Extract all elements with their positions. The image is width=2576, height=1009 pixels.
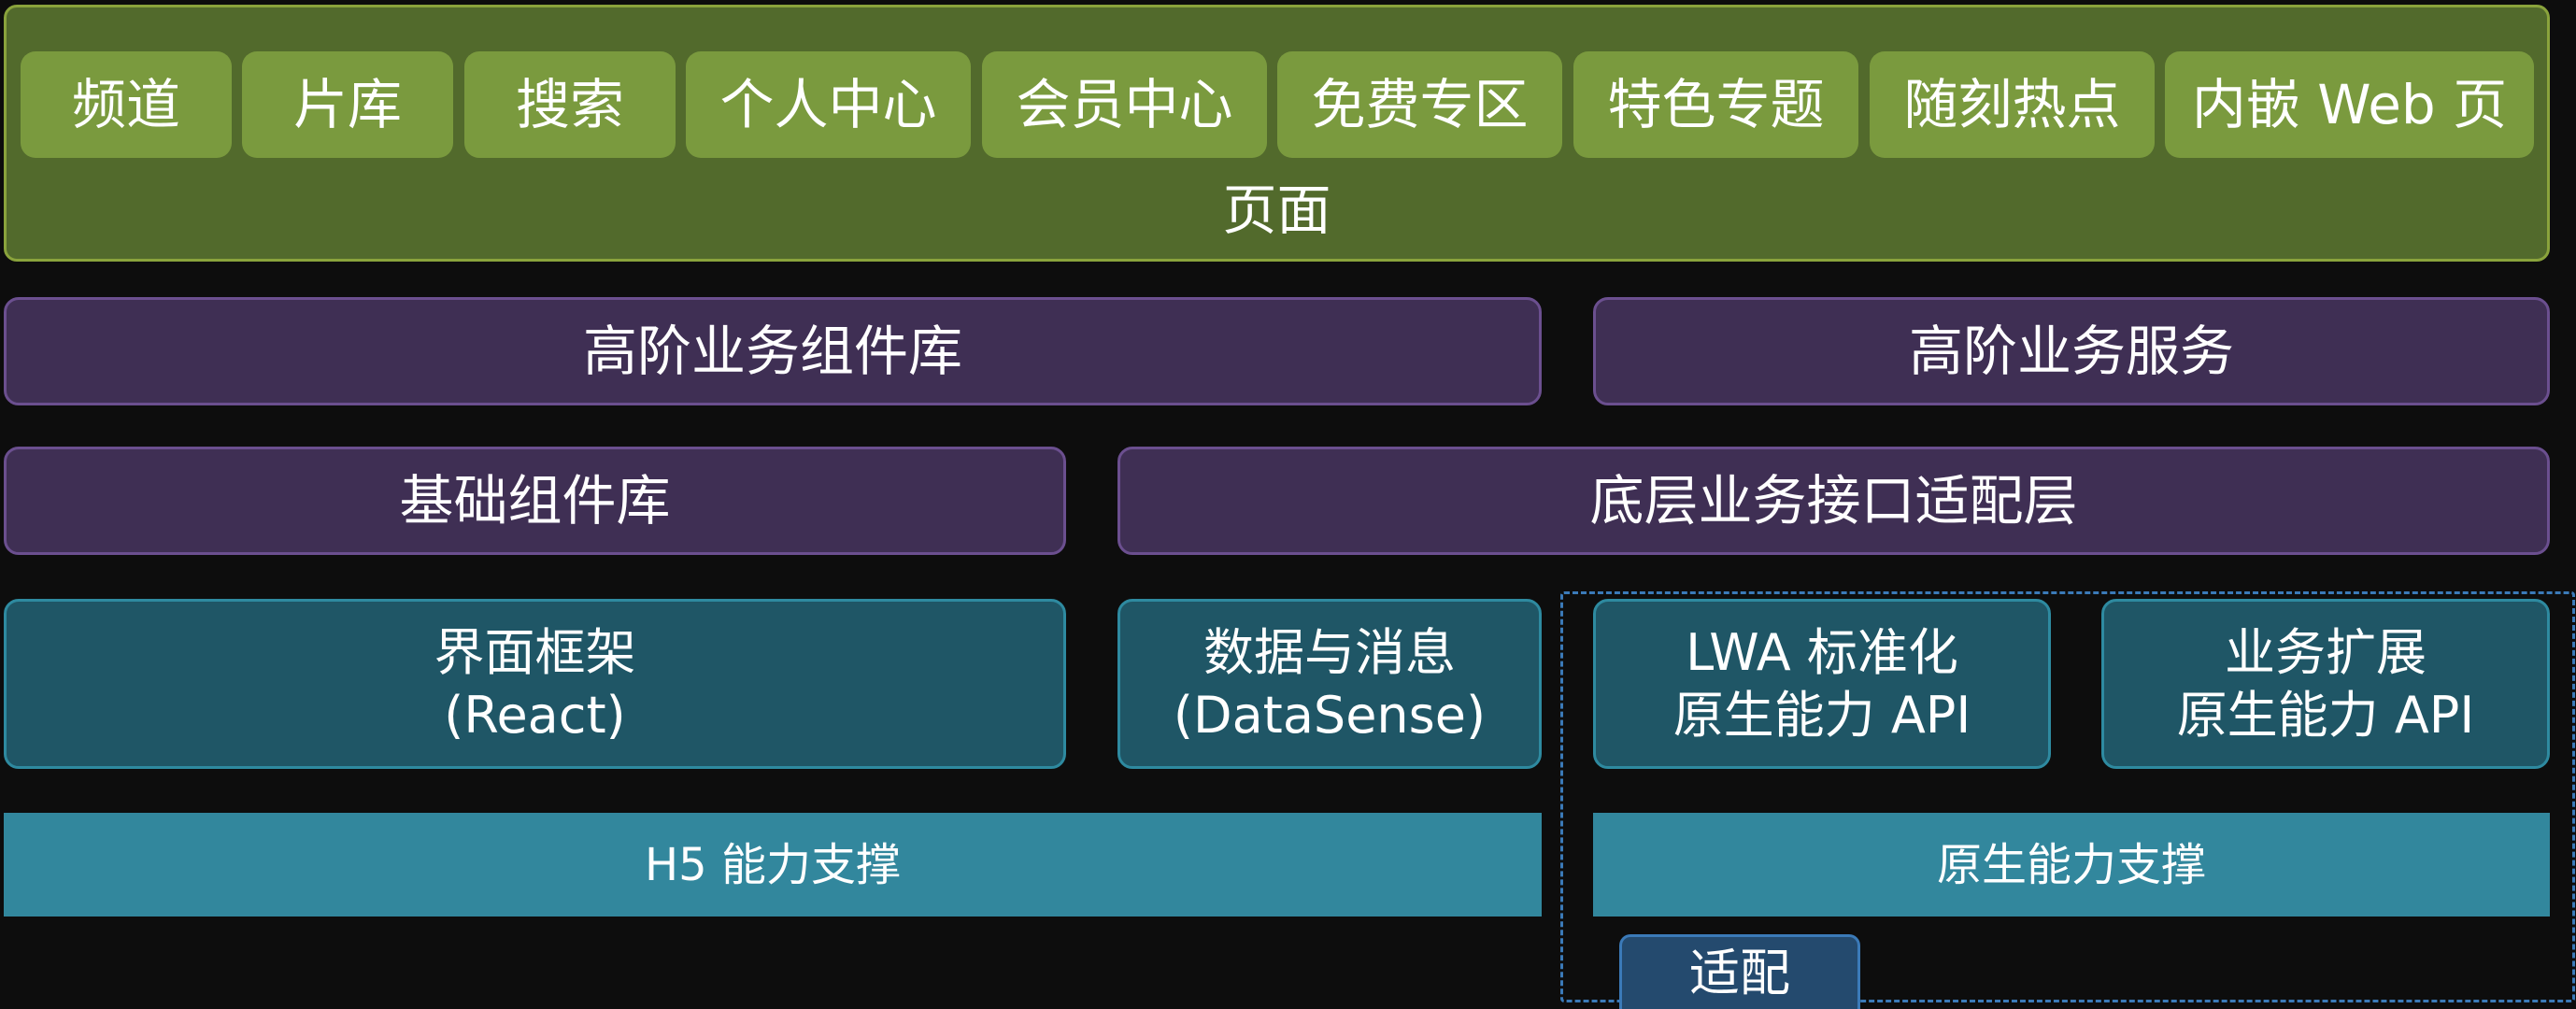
lwa-native-api-box: LWA 标准化 原生能力 API	[1593, 599, 2051, 769]
h5-support-bar: H5 能力支撑	[4, 813, 1542, 917]
ui-framework-box: 界面框架 (React)	[4, 599, 1066, 769]
page-item-member-center: 会员中心	[982, 51, 1267, 158]
page-item-free-zone: 免费专区	[1277, 51, 1562, 158]
native-support-bar: 原生能力支撑	[1593, 813, 2550, 917]
adapt-tab: 适配	[1619, 934, 1860, 1009]
business-extension-api-box: 业务扩展 原生能力 API	[2101, 599, 2550, 769]
interface-adapter-layer: 底层业务接口适配层	[1117, 447, 2550, 555]
ui-framework-subtitle: (React)	[444, 686, 626, 745]
business-extension-subtitle: 原生能力 API	[2176, 686, 2475, 745]
high-order-business-service: 高阶业务服务	[1593, 297, 2550, 405]
page-layer-caption: 页面	[1222, 178, 1331, 242]
page-item-featured-topics: 特色专题	[1573, 51, 1858, 158]
lwa-native-api-subtitle: 原生能力 API	[1672, 686, 1971, 745]
page-item-personal-center: 个人中心	[686, 51, 971, 158]
page-item-library: 片库	[242, 51, 453, 158]
base-component-library: 基础组件库	[4, 447, 1066, 555]
page-item-embedded-web: 内嵌 Web 页	[2165, 51, 2534, 158]
data-message-title: 数据与消息	[1203, 622, 1456, 682]
business-extension-title: 业务扩展	[2225, 622, 2427, 682]
native-region	[1560, 591, 2575, 1002]
data-message-box: 数据与消息 (DataSense)	[1117, 599, 1542, 769]
data-message-subtitle: (DataSense)	[1173, 686, 1487, 745]
page-item-hot-spots: 随刻热点	[1870, 51, 2155, 158]
page-item-channel: 频道	[21, 51, 232, 158]
ui-framework-title: 界面框架	[434, 622, 636, 682]
lwa-native-api-title: LWA 标准化	[1686, 622, 1958, 682]
high-order-component-library: 高阶业务组件库	[4, 297, 1542, 405]
page-item-search: 搜索	[464, 51, 676, 158]
